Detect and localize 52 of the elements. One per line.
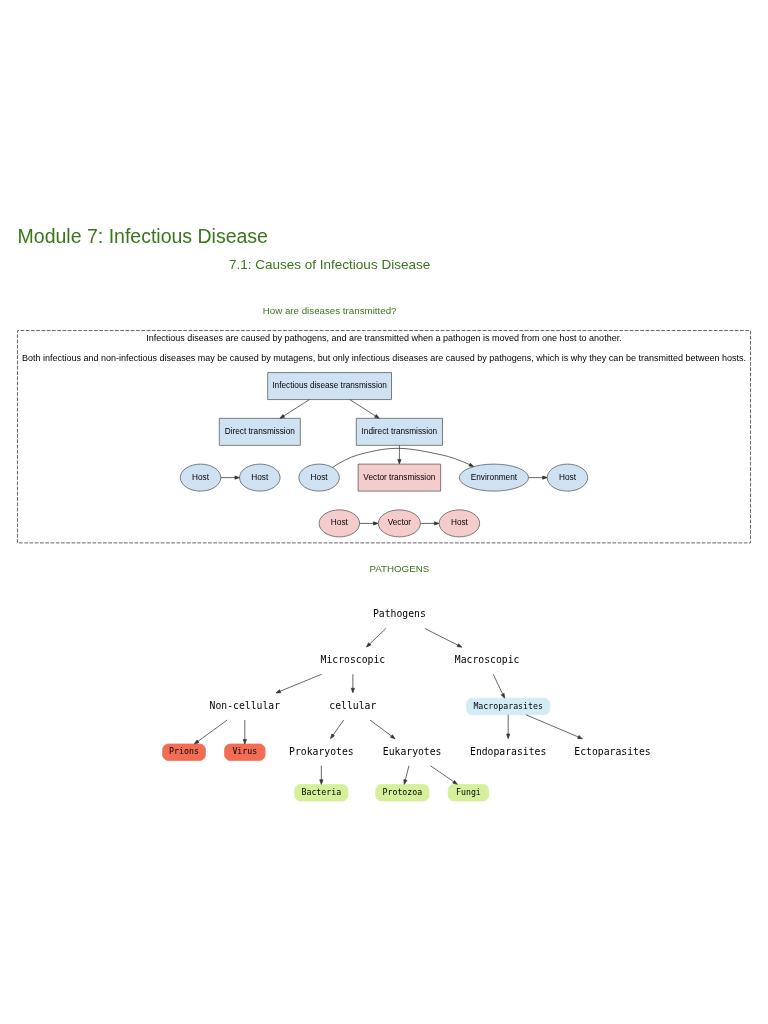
arrow xyxy=(330,719,345,739)
arrow xyxy=(492,673,505,699)
node-text: Non-cellular xyxy=(209,699,281,711)
arrow xyxy=(366,627,387,647)
label: PATHOGENS xyxy=(369,562,430,574)
arrow xyxy=(430,764,458,785)
node-box: Bacteria xyxy=(294,783,349,801)
node-box: Prions xyxy=(162,743,206,761)
node-text: Endoparasites xyxy=(470,745,547,757)
arrow xyxy=(242,719,247,744)
node-ellipse: Host xyxy=(546,463,589,491)
diagram-title: Module 7: Infectious Disease xyxy=(17,224,268,247)
arrow xyxy=(397,444,402,464)
arrow xyxy=(319,764,324,785)
arrow xyxy=(424,627,463,648)
node-text: Eukaryotes xyxy=(382,745,442,757)
node-text: Macroscopic xyxy=(454,653,520,665)
node-box: Vector transmission xyxy=(357,463,442,491)
arrow xyxy=(349,398,380,419)
arrow xyxy=(528,475,548,480)
node-box: Macroparasites xyxy=(466,697,551,715)
arrow xyxy=(359,520,379,525)
arrow xyxy=(279,398,310,419)
arrow xyxy=(275,673,322,693)
node-ellipse: Host xyxy=(239,463,281,491)
arrow xyxy=(506,713,511,739)
arrow xyxy=(220,475,240,480)
node-ellipse: Vector xyxy=(377,509,421,537)
node-box: Fungi xyxy=(447,783,490,801)
arrow xyxy=(350,673,355,693)
node-box: Direct transmission xyxy=(218,417,301,446)
node-text: Microscopic xyxy=(320,653,386,665)
node-text: Prokaryotes xyxy=(289,745,354,757)
node-text: Ectoparasites xyxy=(574,745,651,757)
node-box: Indirect transmission xyxy=(355,417,443,446)
arrow xyxy=(525,713,583,739)
node-ellipse: Host xyxy=(318,509,360,537)
label: 7.1: Causes of Infectious Disease xyxy=(229,256,431,272)
node-text: cellular xyxy=(329,699,377,711)
arrow xyxy=(194,719,228,744)
arrow xyxy=(332,447,475,468)
arrow xyxy=(403,764,410,785)
node-box: Virus xyxy=(224,743,266,761)
node-ellipse: Host xyxy=(298,463,340,491)
node-box: Protozoa xyxy=(375,783,430,801)
node-text: Pathogens xyxy=(372,607,426,619)
arrow xyxy=(369,719,396,739)
label: How are diseases transmitted? xyxy=(262,304,397,316)
arrow xyxy=(420,520,440,525)
node-box: Infectious disease transmission xyxy=(267,371,392,400)
node-ellipse: Host xyxy=(438,509,481,537)
node-ellipse: Host xyxy=(179,463,222,491)
